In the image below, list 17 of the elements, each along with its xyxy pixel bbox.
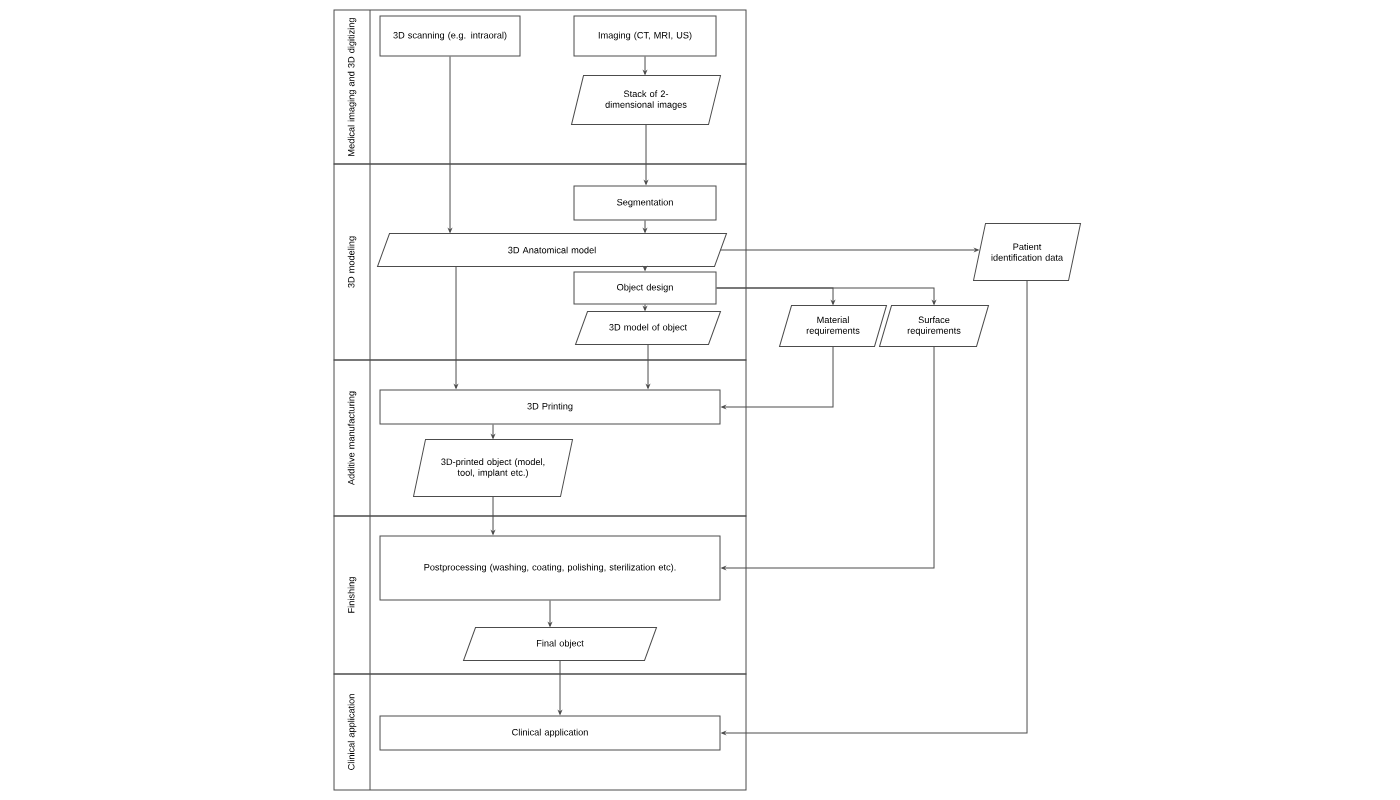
arrow [720, 248, 979, 252]
arrow [716, 287, 936, 305]
arrow [491, 424, 495, 439]
arrow [491, 496, 495, 535]
arrow [646, 344, 650, 389]
arrow [644, 124, 648, 185]
arrow [643, 266, 647, 271]
arrow [448, 56, 452, 233]
arrow [454, 266, 458, 389]
arrow [721, 280, 1028, 735]
arrow [643, 220, 647, 233]
arrow [721, 346, 935, 570]
arrow [558, 660, 562, 715]
arrow [643, 304, 647, 311]
arrow [721, 346, 834, 409]
arrow [643, 56, 647, 75]
arrow [548, 600, 552, 627]
